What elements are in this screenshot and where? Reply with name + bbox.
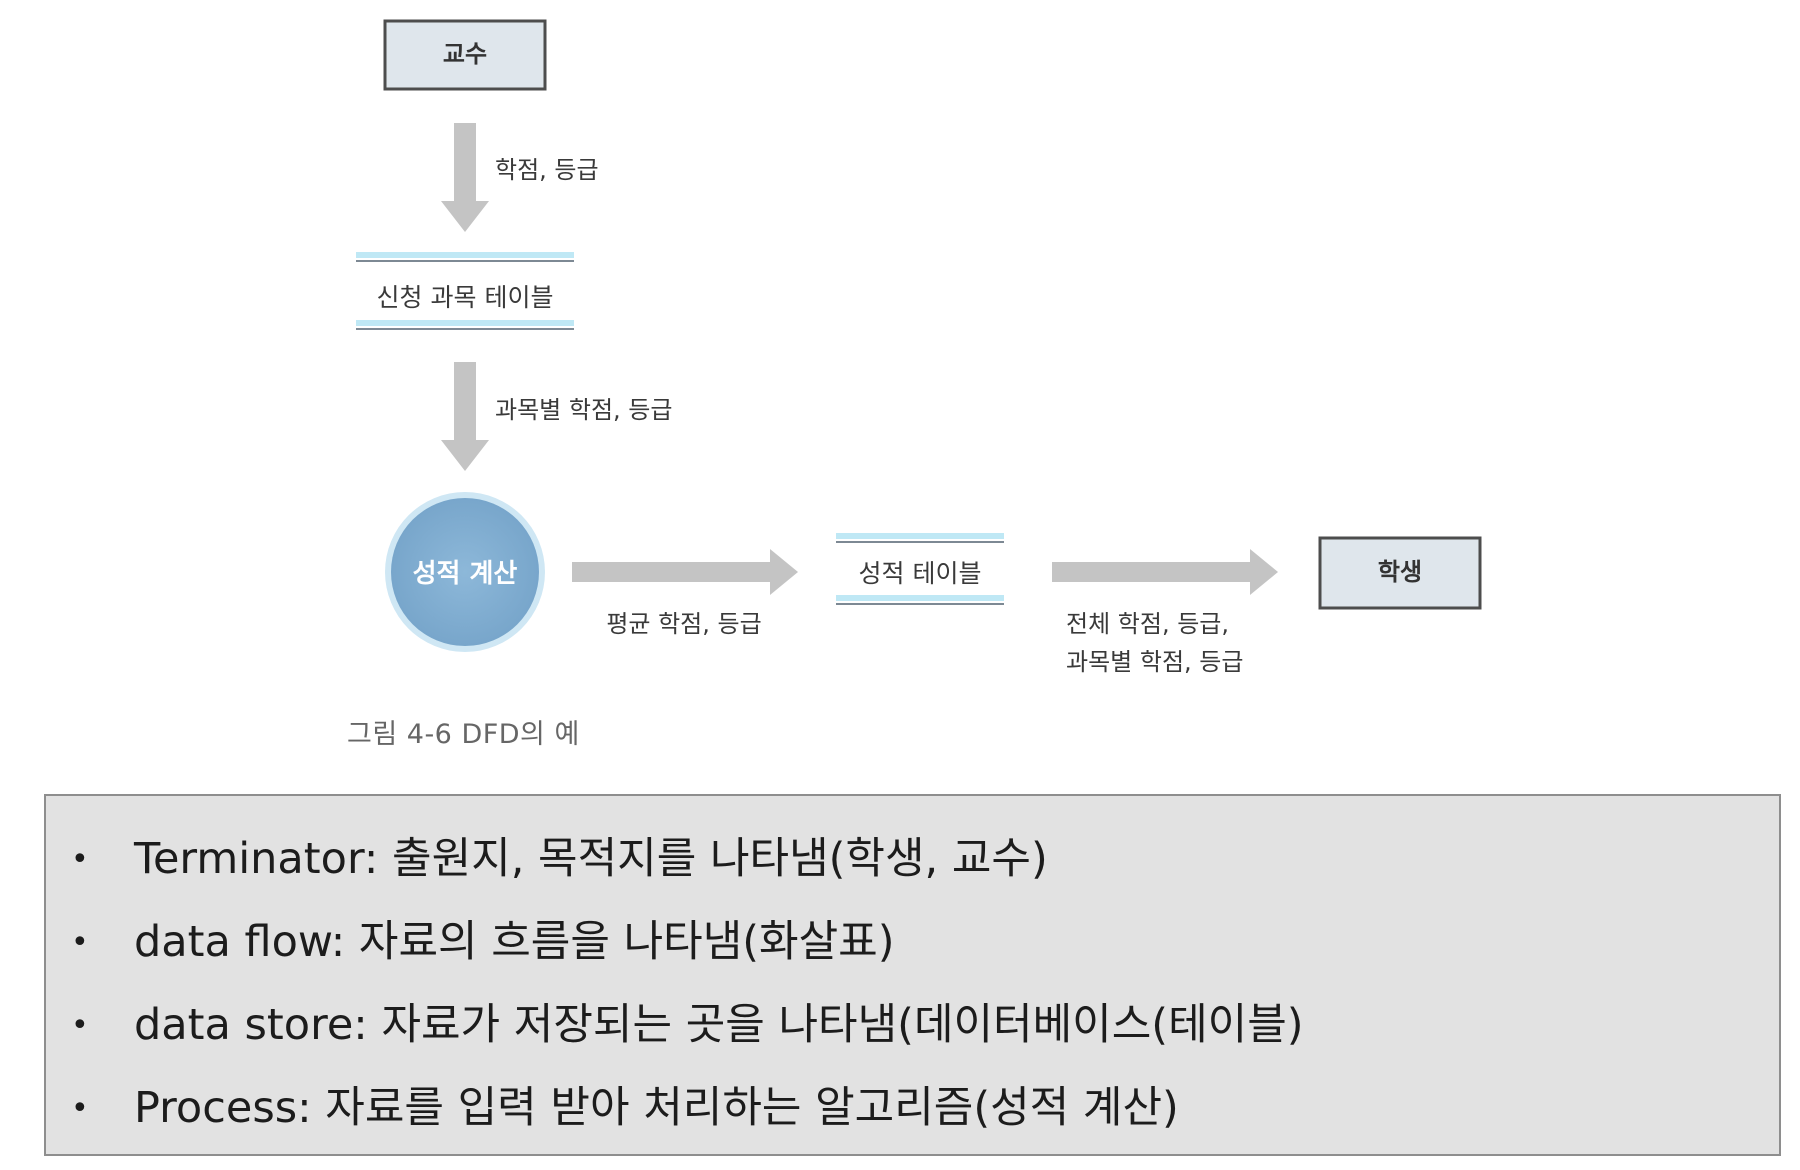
legend-item-terminator: • Terminator: 출원지, 목적지를 나타냄(학생, 교수): [46, 818, 1779, 901]
datastore-enrollment-table: 신청 과목 테이블: [356, 252, 574, 330]
legend-text: data flow: 자료의 흐름을 나타냄(화살표): [134, 917, 895, 967]
flow-arrow-4: [1052, 549, 1278, 595]
legend-text: Terminator: 출원지, 목적지를 나타냄(학생, 교수): [134, 834, 1048, 884]
flow-label-1: 학점, 등급: [495, 156, 599, 184]
terminator-professor: 교수: [383, 19, 547, 91]
bullet-icon: •: [71, 842, 89, 877]
process-grade-calc: 성적 계산: [385, 492, 545, 652]
flow-arrow-1: [441, 123, 489, 232]
figure-caption: 그림 4-6 DFD의 예: [347, 719, 580, 750]
flow-arrow-3: [572, 549, 798, 595]
flow-arrow-2: [441, 362, 489, 471]
bullet-icon: •: [71, 925, 89, 960]
datastore-grade-table: 성적 테이블: [836, 533, 1004, 605]
terminator-student: 학생: [1318, 536, 1482, 610]
legend-item-process: • Process: 자료를 입력 받아 처리하는 알고리즘(성적 계산): [46, 1067, 1779, 1150]
flow-label-4-line1: 전체 학점, 등급,: [1066, 610, 1229, 638]
student-label: 학생: [1378, 558, 1422, 586]
legend-box: • Terminator: 출원지, 목적지를 나타냄(학생, 교수) • da…: [44, 794, 1781, 1156]
grade-table-label: 성적 테이블: [859, 559, 982, 588]
legend-list: • Terminator: 출원지, 목적지를 나타냄(학생, 교수) • da…: [46, 818, 1779, 1150]
flow-label-2: 과목별 학점, 등급: [495, 396, 672, 424]
professor-label: 교수: [443, 40, 487, 68]
legend-text: Process: 자료를 입력 받아 처리하는 알고리즘(성적 계산): [134, 1083, 1179, 1133]
bullet-icon: •: [71, 1091, 89, 1126]
enrollment-table-label: 신청 과목 테이블: [377, 283, 554, 312]
dfd-diagram: 교수 학점, 등급 신청 과목 테이블 과목별 학점, 등급 성적 계산 평균 …: [356, 19, 1482, 676]
flow-label-3: 평균 학점, 등급: [606, 610, 761, 638]
legend-text: data store: 자료가 저장되는 곳을 나타냄(데이터베이스(테이블): [134, 1000, 1304, 1050]
legend-item-data-store: • data store: 자료가 저장되는 곳을 나타냄(데이터베이스(테이블…: [46, 984, 1779, 1067]
grade-calc-label: 성적 계산: [413, 559, 518, 589]
legend-item-data-flow: • data flow: 자료의 흐름을 나타냄(화살표): [46, 901, 1779, 984]
bullet-icon: •: [71, 1008, 89, 1043]
flow-label-4-line2: 과목별 학점, 등급: [1066, 648, 1243, 676]
